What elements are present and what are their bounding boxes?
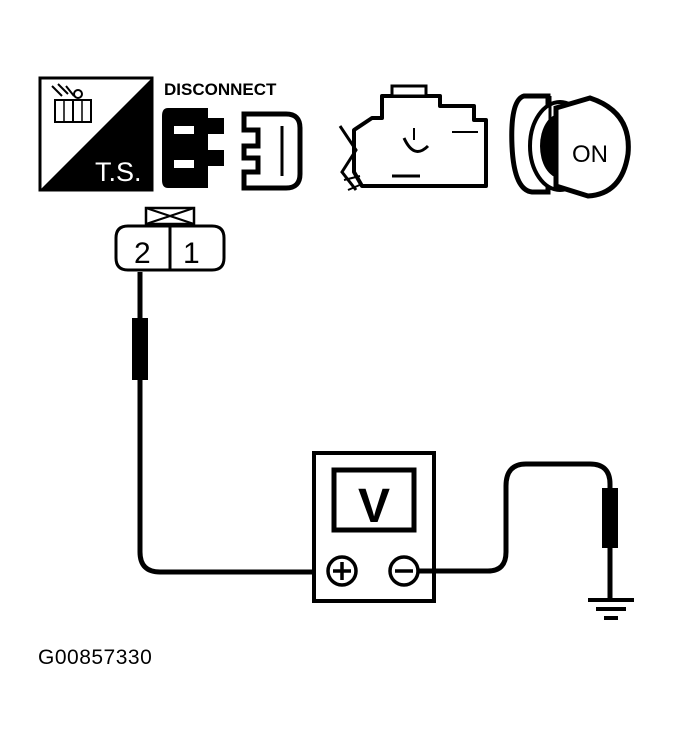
positive-probe-lead xyxy=(132,272,330,575)
ts-label: T.S. xyxy=(95,157,142,187)
positive-terminal-icon xyxy=(326,555,358,587)
engine-icon xyxy=(338,84,488,191)
connector-pin-2: 2 xyxy=(134,237,151,270)
voltmeter: V xyxy=(312,451,436,603)
connector-pin-1: 1 xyxy=(183,237,200,270)
ground-icon xyxy=(588,598,634,620)
disconnect-label: DISCONNECT xyxy=(164,80,277,99)
disconnect-icon: DISCONNECT xyxy=(162,80,303,191)
voltmeter-label: V xyxy=(358,480,390,533)
ts-icon: T.S. xyxy=(38,76,154,192)
ignition-key-icon: ON xyxy=(509,93,631,199)
negative-probe-lead xyxy=(418,461,618,598)
figure-id: G00857330 xyxy=(38,646,153,669)
ignition-on-label: ON xyxy=(572,141,608,168)
negative-terminal-icon xyxy=(388,555,420,587)
connector: 2 1 xyxy=(114,206,226,272)
